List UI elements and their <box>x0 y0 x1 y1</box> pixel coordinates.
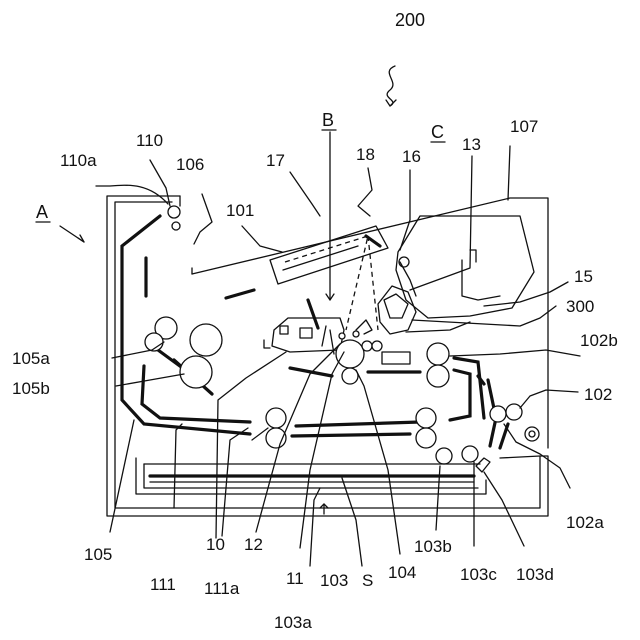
label-106: 106 <box>176 155 204 174</box>
label-105: 105 <box>84 545 112 564</box>
roller-102b-upper <box>427 343 449 365</box>
developing-unit <box>378 286 470 334</box>
label-103: 103 <box>320 571 348 590</box>
label-300: 300 <box>566 297 594 316</box>
roller-103b <box>436 448 452 464</box>
label-11: 11 <box>286 569 304 588</box>
label-103b: 103b <box>414 537 452 556</box>
label-105b: 105b <box>12 379 50 398</box>
label-103c: 103c <box>460 565 497 584</box>
label-105a: 105a <box>12 349 50 368</box>
roller-102a-left <box>490 406 506 422</box>
roller-105a <box>190 324 222 356</box>
label-107: 107 <box>510 117 538 136</box>
label-110: 110 <box>136 131 163 150</box>
label-101: 101 <box>226 201 254 220</box>
exposure-unit <box>270 226 388 330</box>
roller-102b-lower <box>427 365 449 387</box>
paper-cassette <box>136 458 490 494</box>
roller-102a-right <box>506 404 522 420</box>
roller-105b <box>180 356 212 388</box>
label-10: 10 <box>206 535 225 554</box>
label-15: 15 <box>574 267 593 286</box>
label-B: B <box>322 110 334 130</box>
roller-111-upper <box>266 408 286 428</box>
label-103a: 103a <box>274 613 312 632</box>
label-A: A <box>36 202 48 222</box>
roller-110 <box>168 206 180 218</box>
roller-103c <box>462 446 478 462</box>
label-102a: 102a <box>566 513 604 532</box>
label-S: S <box>362 571 373 590</box>
label-110a: 110a <box>60 151 97 170</box>
label-111: 111 <box>150 575 176 594</box>
label-16: 16 <box>402 147 421 166</box>
label-18: 18 <box>356 145 375 164</box>
label-17: 17 <box>266 151 285 170</box>
label-12: 12 <box>244 535 263 554</box>
label-103d: 103d <box>516 565 554 584</box>
label-102: 102 <box>584 385 612 404</box>
label-102b: 102b <box>580 331 618 350</box>
drum-group <box>336 320 382 384</box>
paper-path <box>122 216 508 448</box>
label-C: C <box>431 122 444 142</box>
label-111a: 111a <box>204 579 240 598</box>
label-13: 13 <box>462 135 481 154</box>
label-104: 104 <box>388 563 416 582</box>
label-200: 200 <box>395 10 425 30</box>
